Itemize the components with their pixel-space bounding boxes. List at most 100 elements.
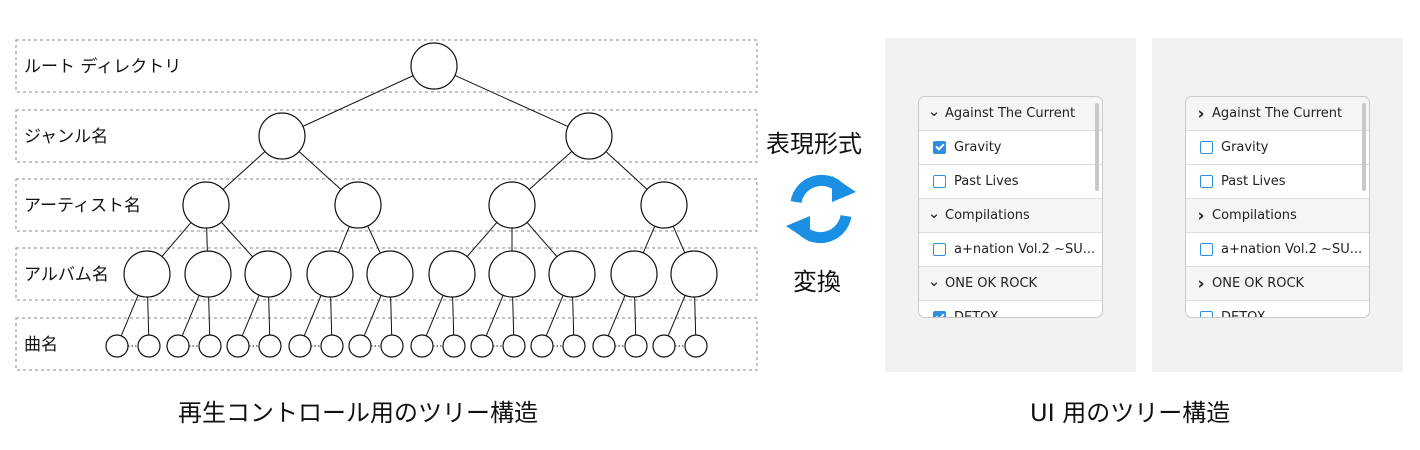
checkbox[interactable] — [1200, 243, 1213, 256]
scrollbar[interactable] — [1095, 103, 1099, 191]
tree-edge — [206, 227, 208, 252]
tree-item-row[interactable]: Past Lives — [919, 165, 1102, 199]
tree-node — [226, 334, 250, 358]
tree-node — [410, 42, 458, 90]
tree-node — [442, 334, 466, 358]
tree-item-row[interactable]: Past Lives — [1186, 165, 1369, 199]
chevron-right-icon[interactable]: › — [1197, 103, 1205, 124]
tree-edge — [268, 296, 271, 336]
tree-edge — [605, 151, 648, 190]
tree-row-label: DETOX — [954, 310, 999, 318]
tree-item-row[interactable]: DETOX — [1186, 301, 1369, 318]
tree-node — [244, 250, 292, 298]
tree-edge — [181, 295, 200, 337]
tree-edge — [485, 295, 504, 337]
checkbox[interactable] — [1200, 175, 1213, 188]
tree-row-label: DETOX — [1221, 310, 1266, 318]
tree-item-row[interactable]: a+nation Vol.2 ~SU... — [919, 233, 1102, 267]
tree-group-row[interactable]: ⌄ Compilations — [919, 199, 1102, 233]
refresh-arrows-icon — [786, 174, 856, 244]
tree-edge — [452, 296, 455, 336]
tree-node — [652, 334, 676, 358]
tree-item-row[interactable]: Gravity — [1186, 131, 1369, 165]
tree-row-label: ONE OK ROCK — [1212, 276, 1305, 291]
tree-edge — [302, 75, 414, 127]
tree-node — [624, 334, 648, 358]
tree-group-row[interactable]: › Against The Current — [1186, 97, 1369, 131]
tree-edge — [672, 225, 686, 254]
level-label: ルート ディレクトリ — [24, 56, 181, 77]
tree-edge — [667, 295, 686, 337]
tree-row-label: Past Lives — [1221, 174, 1286, 189]
chevron-down-icon[interactable]: ⌄ — [927, 203, 941, 222]
tree-node — [137, 334, 161, 358]
tree-edge — [208, 296, 211, 336]
checkbox[interactable] — [1200, 141, 1213, 154]
tree-node — [640, 181, 688, 229]
tree-node — [548, 250, 596, 298]
tree-edge — [221, 221, 253, 258]
tree-edge — [526, 222, 558, 257]
checkbox[interactable] — [1200, 311, 1213, 317]
tree-node — [258, 334, 282, 358]
tree-edge — [466, 222, 498, 257]
chevron-right-icon[interactable]: › — [1197, 273, 1205, 294]
scrollbar[interactable] — [1362, 103, 1366, 191]
tree-group-row[interactable]: ⌄ ONE OK ROCK — [919, 267, 1102, 301]
tree-node — [166, 334, 190, 358]
tree-group-row[interactable]: ›Compilations — [1186, 199, 1369, 233]
tree-node — [488, 250, 536, 298]
chevron-right-icon[interactable]: › — [1197, 205, 1205, 226]
level-box — [15, 39, 758, 93]
tree-edge — [528, 150, 573, 191]
tree-row-label: Gravity — [1221, 140, 1269, 155]
chevron-down-icon[interactable]: ⌄ — [927, 271, 941, 290]
tree-node — [502, 334, 526, 358]
tree-node — [182, 181, 230, 229]
tree-item-row[interactable]: Gravity — [919, 131, 1102, 165]
tree-row-label: Compilations — [945, 208, 1030, 223]
tree-edge — [642, 225, 656, 254]
level-box — [15, 109, 758, 163]
tree-node — [592, 334, 616, 358]
checkbox[interactable] — [933, 175, 946, 188]
tree-item-row[interactable]: a+nation Vol.2 ~SU... — [1186, 233, 1369, 267]
chevron-down-icon[interactable]: ⌄ — [927, 101, 941, 120]
checkbox[interactable] — [933, 311, 946, 317]
tree-node — [410, 334, 434, 358]
tree-node — [670, 250, 718, 298]
level-label: ジャンル名 — [24, 127, 108, 147]
tree-node — [428, 250, 476, 298]
transform-bottom-label: 変換 — [793, 268, 841, 296]
tree-edge — [390, 296, 393, 336]
tree-node — [684, 334, 708, 358]
tree-item-row[interactable]: DETOX — [919, 301, 1102, 318]
tree-node — [562, 334, 586, 358]
tree-edge — [634, 296, 637, 336]
tree-node — [258, 112, 306, 160]
ui-tree-caption: UI 用のツリー構造 — [1030, 399, 1231, 427]
tree-node — [123, 250, 171, 298]
tree-edge — [545, 295, 564, 337]
checkbox[interactable] — [933, 243, 946, 256]
tree-node — [565, 112, 613, 160]
tree-edge — [425, 295, 444, 337]
tree-edge — [241, 295, 260, 337]
tree-edge — [694, 296, 697, 336]
tree-edge — [222, 151, 266, 190]
tree-group-row[interactable]: › ONE OK ROCK — [1186, 267, 1369, 301]
tree-edge — [147, 296, 150, 336]
tree-node — [306, 250, 354, 298]
tree-edge — [120, 295, 139, 337]
tree-row-label: Against The Current — [1212, 106, 1343, 121]
tree-row-label: ONE OK ROCK — [945, 276, 1038, 291]
tree-edges — [120, 75, 697, 347]
tree-edge — [303, 295, 322, 337]
tree-row-label: Against The Current — [945, 106, 1076, 121]
tree-group-row[interactable]: ⌄ Against The Current — [919, 97, 1102, 131]
tree-node — [470, 334, 494, 358]
checkbox[interactable] — [933, 141, 946, 154]
